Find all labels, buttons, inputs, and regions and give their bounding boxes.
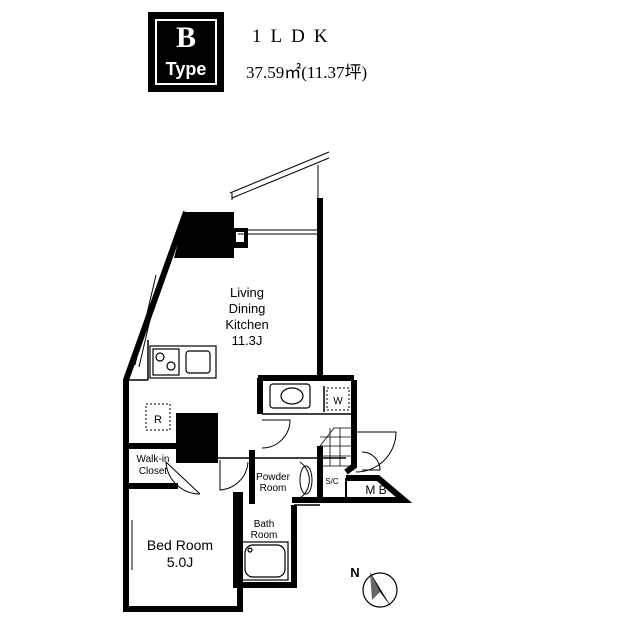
balcony xyxy=(229,151,330,200)
layout-label: 1LDK xyxy=(252,26,337,47)
type-badge: B Type xyxy=(148,12,224,92)
ldk-label-kitchen: Kitchen xyxy=(225,317,268,332)
bath-label-1: Bath xyxy=(254,519,275,530)
ldk-label-living: Living xyxy=(230,285,264,300)
compass-circle xyxy=(362,572,398,608)
kitchen-counter xyxy=(149,345,217,379)
toilet xyxy=(269,383,311,409)
ldk-size: 11.3J xyxy=(232,333,263,348)
type-label: Type xyxy=(165,59,207,79)
bedroom-label: Bed Room xyxy=(147,537,213,553)
outer-walls xyxy=(123,198,413,612)
compass: N xyxy=(350,565,398,608)
walls xyxy=(174,212,248,463)
walkin-label-2: Closet xyxy=(139,466,168,477)
area-label: 37.59㎡(11.37坪) xyxy=(246,63,368,82)
powder-label-1: Powder xyxy=(256,472,291,483)
bedroom-size: 5.0J xyxy=(167,554,193,570)
partitions xyxy=(128,340,354,506)
washer-space: W xyxy=(326,387,350,411)
powder-label-2: Room xyxy=(260,483,287,494)
shoe-closet-label: S/C xyxy=(325,477,339,486)
entrance-tiles xyxy=(319,427,353,467)
compass-needle-icon xyxy=(370,572,392,608)
compass-north-label: N xyxy=(350,565,359,580)
bathtub xyxy=(241,541,289,581)
pillar-gap xyxy=(236,232,244,242)
washer-label: W xyxy=(333,396,343,407)
walkin-label-1: Walk-in xyxy=(137,454,170,465)
refrigerator-label: R xyxy=(154,414,162,426)
meter-box-label: M B xyxy=(365,483,386,497)
windows xyxy=(127,229,320,570)
wash-basin xyxy=(299,465,313,495)
type-letter: B xyxy=(175,21,196,54)
bath-label-2: Room xyxy=(251,530,278,541)
ldk-label-dining: Dining xyxy=(229,301,266,316)
door-swings xyxy=(165,419,397,499)
refrigerator-space: R xyxy=(145,403,171,431)
